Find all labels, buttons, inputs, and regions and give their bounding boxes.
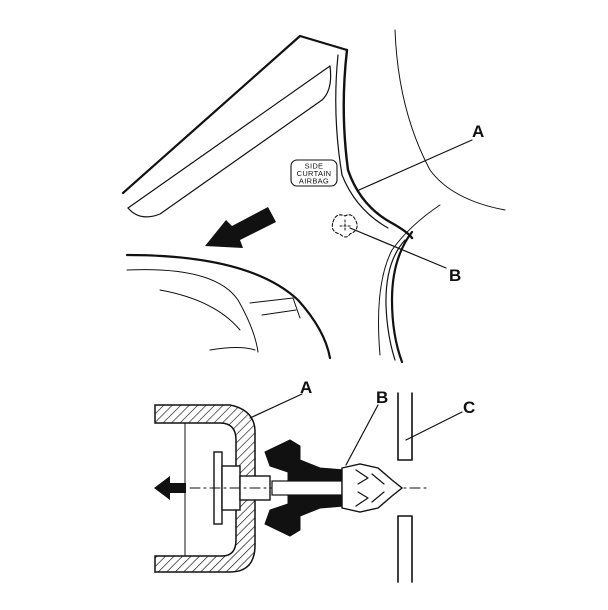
leader-line-a-top xyxy=(358,139,473,191)
pull-direction-arrow-section xyxy=(154,476,186,500)
bottom-view: A B C xyxy=(154,378,475,583)
callout-b-bottom: B xyxy=(376,388,388,407)
pull-direction-arrow xyxy=(205,207,276,248)
body-panel-section xyxy=(397,392,413,583)
leader-line-a-bottom xyxy=(249,393,303,419)
badge-line-side: SIDE xyxy=(305,162,324,171)
trim-panel-section xyxy=(154,404,256,573)
clip-body xyxy=(189,439,431,537)
callout-a-top: A xyxy=(472,122,484,141)
callout-a-bottom: A xyxy=(300,378,312,397)
top-view: SIDE CURTAIN AIRBAG A B xyxy=(121,29,506,364)
leader-line-c-bottom xyxy=(405,411,463,441)
pillar-trim-panel xyxy=(121,29,506,364)
badge-line-curtain: CURTAIN xyxy=(297,169,332,178)
airbag-badge: SIDE CURTAIN AIRBAG xyxy=(290,159,338,187)
leader-line-b-top xyxy=(349,227,447,269)
leader-line-b-bottom xyxy=(345,404,379,466)
callout-b-top: B xyxy=(449,266,461,285)
trim-clip-hidden xyxy=(331,214,358,238)
callout-c-bottom: C xyxy=(463,398,475,417)
badge-line-airbag: AIRBAG xyxy=(299,177,329,186)
